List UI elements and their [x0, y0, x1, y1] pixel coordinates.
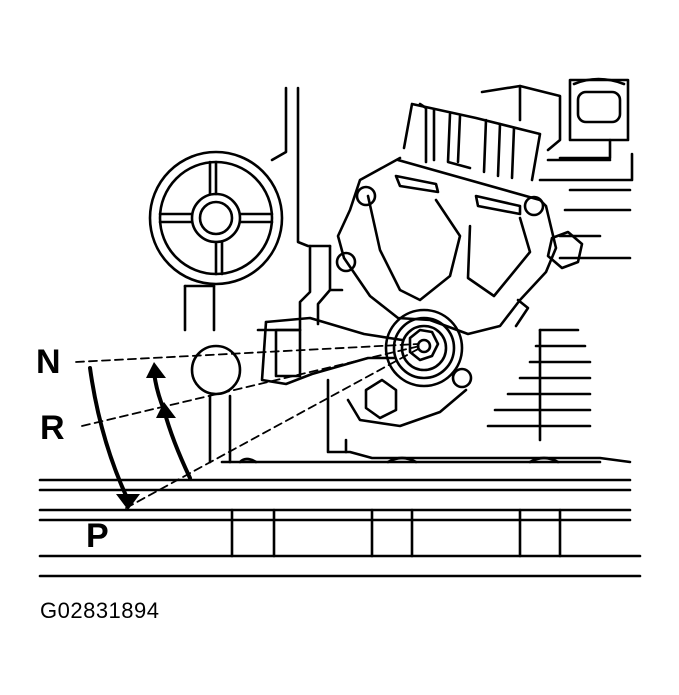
switch-connector: [394, 102, 542, 216]
case-fins: [486, 298, 592, 442]
reference-lines: [75, 343, 421, 509]
top-connector: [480, 77, 630, 160]
figure-id: G02831894: [40, 598, 160, 623]
pulley-wheel: [148, 150, 284, 286]
transmission-case: [183, 86, 634, 464]
position-arc-outer: [88, 366, 130, 502]
control-lever: [190, 316, 404, 396]
arrow-down-to-p: [116, 494, 140, 510]
arrow-up-to-r: [156, 402, 176, 418]
arrow-up-to-n: [146, 362, 166, 378]
position-label-p: P: [86, 517, 109, 555]
position-label-n: N: [36, 343, 61, 381]
switch-body: [335, 156, 584, 428]
position-arc-inner: [152, 370, 192, 480]
shift-shaft: [384, 308, 464, 388]
position-label-r: R: [40, 409, 65, 447]
oil-pan: [38, 478, 642, 578]
